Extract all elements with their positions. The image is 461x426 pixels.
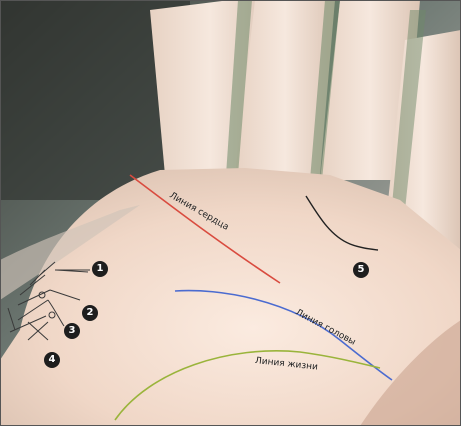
marker-4: 4 <box>44 352 60 368</box>
marker-2: 2 <box>82 305 98 321</box>
marker-1: 1 <box>92 261 108 277</box>
marker-5: 5 <box>353 262 369 278</box>
marker-3: 3 <box>64 323 80 339</box>
